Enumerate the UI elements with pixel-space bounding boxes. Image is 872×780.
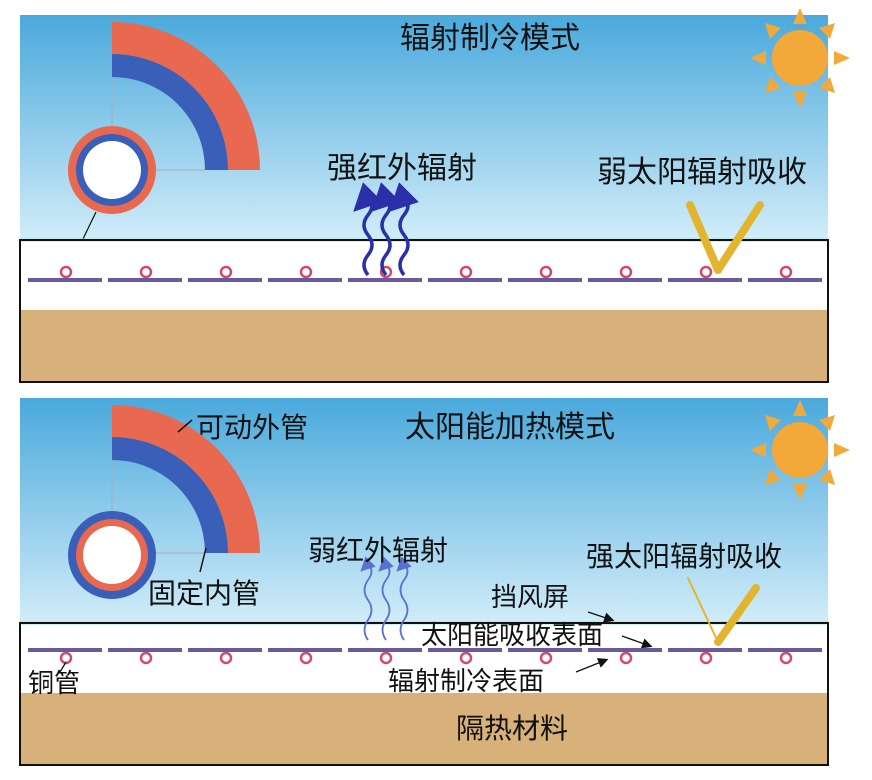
sun-icon xyxy=(750,8,850,108)
top-solar-label: 弱太阳辐射吸收 xyxy=(597,155,807,190)
copper-pipe-label: 铜管 xyxy=(28,669,80,699)
tube-cross-section-icon xyxy=(68,126,156,214)
cooling-surface-label: 辐射制冷表面 xyxy=(388,667,544,697)
device-body xyxy=(19,238,829,383)
windshield-label: 挡风屏 xyxy=(491,583,569,613)
top-ir-label: 强红外辐射 xyxy=(327,151,477,186)
ir-wave-icon xyxy=(360,556,412,641)
bottom-solar-label: 强太阳辐射吸收 xyxy=(586,540,782,573)
bottom-ir-label: 弱红外辐射 xyxy=(308,534,448,567)
inner-tube-label: 固定内管 xyxy=(148,577,260,610)
inner-tube-pointer xyxy=(199,547,207,573)
top-panel: 辐射制冷模式 强红外辐射 弱太阳辐射吸收 xyxy=(19,8,850,383)
insulation-label: 隔热材料 xyxy=(456,712,568,745)
copper-pipe-pointer xyxy=(59,661,67,673)
reflected-ray-icon xyxy=(687,577,760,646)
reflected-ray-icon xyxy=(686,201,764,274)
bottom-title: 太阳能加热模式 xyxy=(405,410,615,445)
ir-wave-icon xyxy=(353,182,419,277)
copper-pipes xyxy=(59,651,793,665)
outer-tube-pointer xyxy=(177,419,193,433)
bottom-panel: 可动外管 太阳能加热模式 固定内管 弱红外辐射 强太阳辐射吸收 挡风屏 太阳能吸… xyxy=(19,398,850,766)
windshield-pointer xyxy=(587,611,615,623)
solar-surface-label: 太阳能吸收表面 xyxy=(421,621,603,651)
outer-tube-label: 可动外管 xyxy=(196,411,308,444)
copper-pipes xyxy=(59,265,793,279)
insulation-layer xyxy=(20,310,828,382)
sun-icon xyxy=(750,400,850,500)
device-body xyxy=(19,621,829,766)
cooling-surface-pointer xyxy=(575,658,609,673)
solar-surface-pointer xyxy=(621,635,653,649)
insulation-layer xyxy=(20,693,828,765)
tube-cross-section-icon xyxy=(68,511,156,599)
top-title: 辐射制冷模式 xyxy=(400,21,580,56)
